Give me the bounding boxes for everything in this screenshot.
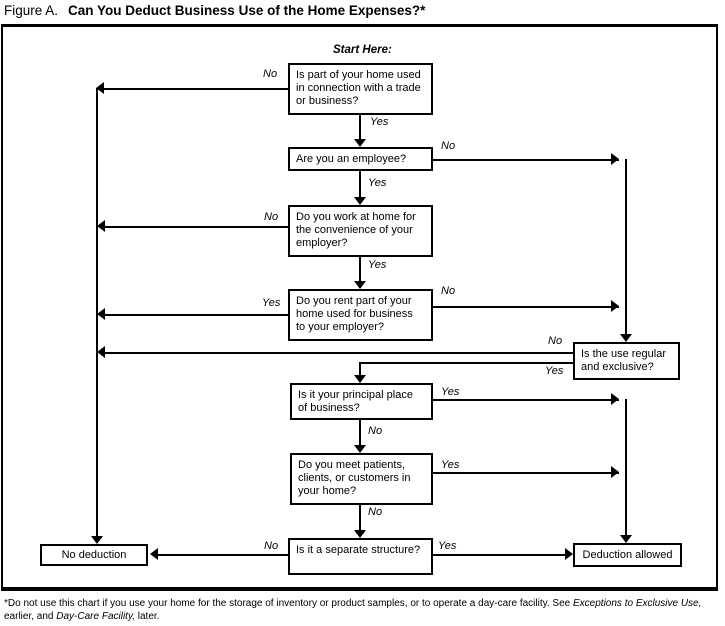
node-part-of-home-used-for-business: Is part of your home used in connection … (288, 63, 433, 115)
node-regular-and-exclusive: Is the use regular and exclusive? (573, 342, 680, 380)
arrowhead-into-deduction-allowed (565, 548, 573, 560)
arrowhead-into-deduction-allowed-top (620, 535, 632, 543)
arrowhead-into-q2 (354, 139, 366, 147)
connector-q2-no-right (433, 159, 619, 161)
connector-q3-yes-down (359, 257, 361, 283)
footnote-line-1: *Do not use this chart if you use your h… (4, 597, 721, 610)
arrowhead-into-no-deduction (150, 548, 158, 560)
arrowhead-into-q8 (354, 530, 366, 538)
arrowhead-into-q6 (354, 375, 366, 383)
edge-label-q6-yes: Yes (441, 386, 460, 398)
footnote-text: earlier, and (4, 611, 57, 622)
figure-title-row: Figure A. Can You Deduct Business Use of … (4, 3, 425, 18)
edge-label-q8-yes: Yes (438, 540, 457, 552)
footnote-reference-day-care: Day-Care Facility, (56, 611, 135, 622)
connector-q8-yes-right (433, 554, 567, 556)
edge-label-q3-no: No (264, 211, 279, 223)
edge-label-q2-no: No (441, 140, 456, 152)
node-principal-place-of-business: Is it your principal place of business? (290, 383, 433, 420)
node-are-you-employee: Are you an employee? (288, 147, 433, 171)
node-meet-patients-clients: Do you meet patients, clients, or custom… (290, 453, 433, 505)
node-convenience-of-employer: Do you work at home for the convenience … (288, 205, 433, 257)
connector-q4-no-right (433, 306, 619, 308)
connector-q5-yes-left (359, 362, 573, 364)
arrowhead-q7-yes (611, 466, 619, 478)
figure-heading: Can You Deduct Business Use of the Home … (68, 3, 426, 18)
arrowhead-q3-no (97, 220, 105, 232)
connector-q5-no-left (105, 352, 573, 354)
connector-q4-yes-left (105, 314, 288, 316)
connector-q6-no-down (359, 420, 361, 447)
footnote-reference-exclusive-use: Exceptions to Exclusive Use, (573, 598, 702, 609)
connector-q7-no-down (359, 505, 361, 532)
edge-label-q8-no: No (264, 540, 279, 552)
edge-label-q1-yes: Yes (370, 116, 389, 128)
node-deduction-allowed: Deduction allowed (573, 543, 682, 567)
arrowhead-q5-no (97, 346, 105, 358)
node-no-deduction: No deduction (40, 544, 148, 566)
connector-q1-yes-down (359, 115, 361, 141)
connector-right-rail-upper (625, 159, 627, 336)
edge-label-q2-yes: Yes (368, 177, 387, 189)
arrowhead-into-q3 (354, 197, 366, 205)
edge-label-q4-yes: Yes (262, 297, 281, 309)
footnote: *Do not use this chart if you use your h… (4, 597, 721, 623)
chart-border (1, 24, 718, 591)
node-rent-to-employer: Do you rent part of your home used for b… (288, 289, 433, 341)
connector-q6-yes-right (433, 399, 619, 401)
edge-label-q6-no: No (368, 425, 383, 437)
arrowhead-q4-yes (97, 308, 105, 320)
footnote-line-2: earlier, and Day-Care Facility, later. (4, 610, 721, 623)
arrowhead-q6-yes (611, 393, 619, 405)
arrowhead-into-no-deduction-top (91, 536, 103, 544)
connector-q5-yes-down (359, 362, 361, 377)
footnote-text: later. (134, 611, 160, 622)
edge-label-q5-no: No (548, 335, 563, 347)
figure-label: Figure A. (4, 3, 59, 18)
edge-label-q4-no: No (441, 285, 456, 297)
connector-q7-yes-right (433, 472, 619, 474)
arrowhead-into-q4 (354, 281, 366, 289)
start-here-label: Start Here: (333, 44, 392, 56)
arrowhead-q1-no (96, 82, 104, 94)
footnote-text: *Do not use this chart if you use your h… (4, 598, 573, 609)
edge-label-q1-no: No (263, 68, 278, 80)
connector-q2-yes-down (359, 171, 361, 199)
edge-label-q5-yes: Yes (545, 365, 564, 377)
arrowhead-q2-no (611, 153, 619, 165)
arrowhead-q4-no (611, 300, 619, 312)
edge-label-q7-no: No (368, 506, 383, 518)
arrowhead-into-q7 (354, 445, 366, 453)
connector-q8-no-left (158, 554, 288, 556)
connector-q1-no-left (104, 88, 288, 90)
connector-q3-no-left (105, 226, 288, 228)
node-separate-structure: Is it a separate structure? (288, 538, 433, 575)
arrowhead-into-q5 (620, 334, 632, 342)
connector-right-rail-lower (625, 399, 627, 537)
edge-label-q7-yes: Yes (441, 459, 460, 471)
edge-label-q3-yes: Yes (368, 259, 387, 271)
